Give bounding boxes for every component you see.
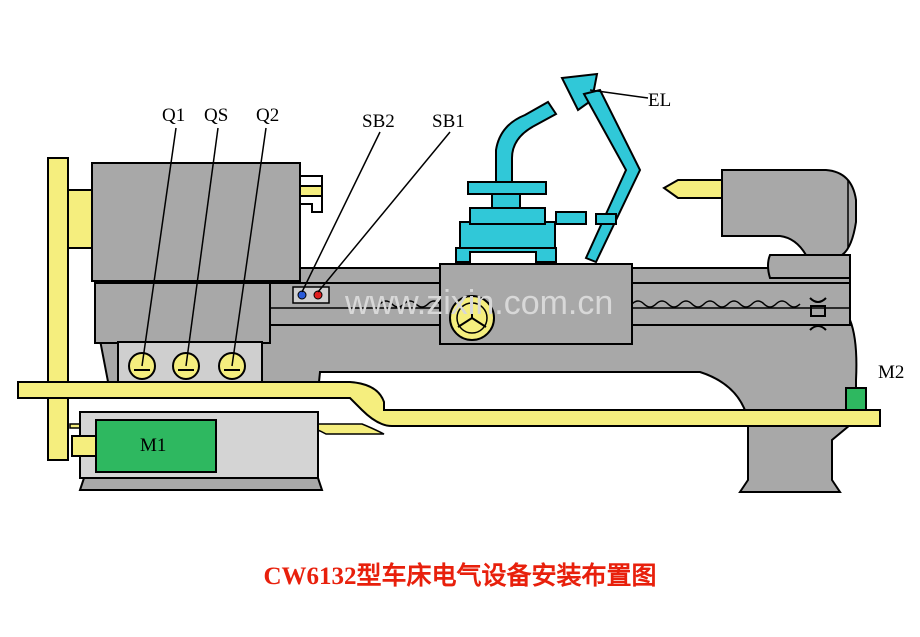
label-qs: QS bbox=[204, 105, 228, 126]
leader-lines bbox=[141, 89, 649, 367]
label-q2: Q2 bbox=[256, 105, 279, 126]
button-sb2 bbox=[297, 290, 307, 300]
label-q1: Q1 bbox=[162, 105, 185, 126]
headstock bbox=[91, 162, 301, 282]
motor-m2 bbox=[845, 387, 867, 411]
label-m1: M1 bbox=[140, 435, 166, 456]
tool-post bbox=[455, 100, 587, 263]
diagram-caption: CW6132型车床电气设备安装布置图 bbox=[263, 563, 657, 590]
button-panel bbox=[292, 286, 330, 304]
motor-foot bbox=[78, 477, 324, 491]
motor-shaft bbox=[71, 435, 97, 457]
headstock-panel bbox=[94, 282, 271, 344]
spindle bbox=[299, 175, 323, 213]
tailstock bbox=[662, 169, 857, 279]
label-sb1: SB1 bbox=[432, 111, 465, 132]
button-sb1 bbox=[313, 290, 323, 300]
drive-rail bbox=[17, 381, 881, 427]
label-el: EL bbox=[648, 90, 671, 111]
motor-m1 bbox=[95, 419, 217, 473]
label-sb2: SB2 bbox=[362, 111, 395, 132]
label-m2: M2 bbox=[878, 362, 904, 383]
coupling bbox=[809, 297, 827, 331]
watermark: www.zixin.com.cn bbox=[344, 284, 613, 322]
lamp-el bbox=[560, 72, 642, 264]
handwheel-icon bbox=[449, 295, 495, 341]
